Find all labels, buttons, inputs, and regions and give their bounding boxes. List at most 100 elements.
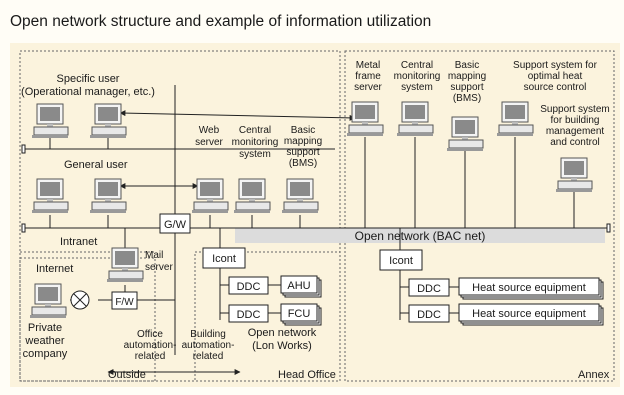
private-weather-computer bbox=[29, 283, 67, 319]
basic-mapping-computer bbox=[281, 178, 319, 214]
head-office-region bbox=[19, 50, 341, 382]
label-line: Support system bbox=[540, 104, 609, 115]
general-user-computer-1 bbox=[31, 178, 69, 214]
annex-basic-mapping-computer bbox=[446, 116, 484, 152]
general-user-computer-2 bbox=[89, 178, 127, 214]
label-line: (Operational manager, etc.) bbox=[21, 86, 155, 98]
label-line: Metal bbox=[356, 60, 380, 71]
firewall-label: F/W bbox=[115, 297, 134, 308]
web-server-computer bbox=[191, 178, 229, 214]
label-line: Building bbox=[190, 329, 226, 340]
ddc-heat-1-label: DDC bbox=[417, 283, 441, 295]
heat-equipment-2-box bbox=[458, 303, 600, 322]
firewall-box bbox=[111, 291, 138, 310]
ahu-label: AHU bbox=[287, 280, 310, 292]
heat-source-support-computer bbox=[496, 101, 534, 137]
specific-user-label: Specific user(Operational manager, etc.) bbox=[21, 73, 155, 98]
background-panel bbox=[10, 43, 620, 387]
user-annex-arrow bbox=[119, 110, 356, 121]
cap-left-intranet bbox=[21, 144, 26, 154]
label-line: Mail bbox=[145, 250, 163, 261]
annex-central-monitoring-computer bbox=[396, 101, 434, 137]
label-line: source control bbox=[524, 82, 587, 93]
heat-equipment-1-box bbox=[458, 277, 600, 296]
label-line: Office bbox=[137, 329, 163, 340]
cap-right-network bbox=[606, 223, 611, 233]
label-line: related bbox=[135, 351, 166, 362]
label-line: system bbox=[239, 149, 271, 160]
ddc-heat-1-box bbox=[408, 278, 450, 297]
lon-works-label: Open network(Lon Works) bbox=[248, 327, 317, 352]
label-line: related bbox=[193, 351, 224, 362]
label-line: monitoring bbox=[232, 137, 279, 148]
ddc-fcu-box bbox=[228, 304, 269, 323]
icont-annex-label: Icont bbox=[389, 255, 413, 267]
annex-label: Annex bbox=[578, 369, 610, 381]
label-line: Central bbox=[401, 60, 433, 71]
label-line: server bbox=[145, 262, 173, 273]
label-line: optimal heat bbox=[528, 71, 583, 82]
outside-label: Outside bbox=[108, 369, 146, 381]
multiline-labels: Specific user(Operational manager, etc.)… bbox=[21, 60, 610, 362]
label-line: weather bbox=[24, 335, 64, 347]
label-line: (BMS) bbox=[453, 93, 481, 104]
label-line: for building bbox=[551, 115, 600, 126]
label-line: Central bbox=[239, 125, 271, 136]
label-line: support bbox=[286, 147, 320, 158]
ddc-ahu-label: DDC bbox=[237, 281, 261, 293]
label-line: Basic bbox=[455, 60, 479, 71]
annex-region bbox=[344, 50, 615, 382]
specific-user-computer-1 bbox=[31, 103, 69, 139]
page-title: Open network structure and example of in… bbox=[10, 13, 431, 30]
ahu-box bbox=[280, 275, 318, 294]
label-line: management bbox=[546, 126, 605, 137]
ddc-ahu-box bbox=[228, 276, 269, 295]
metal-frame-computer bbox=[346, 101, 384, 137]
heat-equipment-1-label: Heat source equipment bbox=[472, 282, 586, 294]
icont-head-office-box bbox=[202, 247, 246, 269]
label-line: system bbox=[401, 82, 433, 93]
specific-user-computer-2 bbox=[89, 103, 127, 139]
label-line: Open network bbox=[248, 327, 317, 339]
icont-annex-box bbox=[379, 249, 423, 271]
label-line: mapping bbox=[284, 136, 322, 147]
fcu-label: FCU bbox=[288, 308, 311, 320]
head-office-label: Head Office bbox=[278, 369, 336, 381]
icont-head-office-label: Icont bbox=[212, 253, 236, 265]
label-line: (Lon Works) bbox=[252, 340, 312, 352]
open-network-label: Open network (BAC net) bbox=[355, 229, 486, 243]
label-line: Basic bbox=[291, 125, 315, 136]
gateway-box bbox=[159, 213, 191, 234]
label-line: Specific user bbox=[57, 73, 120, 85]
ddc-heat-2-box bbox=[408, 304, 450, 323]
cap-left-network bbox=[21, 223, 26, 233]
fcu-box bbox=[280, 303, 318, 322]
label-line: monitoring bbox=[394, 71, 441, 82]
label-line: company bbox=[23, 348, 68, 360]
heat-equipment-2-label: Heat source equipment bbox=[472, 308, 586, 320]
label-line: server bbox=[354, 82, 382, 93]
building-management-computer bbox=[555, 157, 593, 193]
label-line: and control bbox=[550, 137, 599, 148]
label-line: server bbox=[195, 137, 223, 148]
label-line: support bbox=[450, 82, 484, 93]
label-line: mapping bbox=[448, 71, 486, 82]
label-line: automation- bbox=[124, 340, 177, 351]
outside-region bbox=[19, 257, 156, 382]
mail-server-computer bbox=[106, 247, 144, 283]
general-user-label: General user bbox=[64, 159, 128, 171]
label-line: Support system for bbox=[513, 60, 598, 71]
label-line: Web bbox=[199, 125, 220, 136]
